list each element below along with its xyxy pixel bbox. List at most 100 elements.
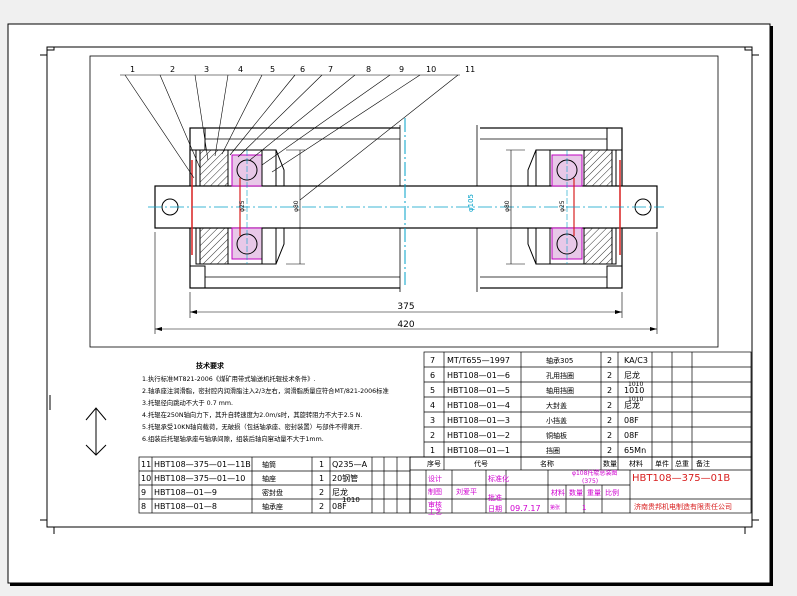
bom-right-no: 3 [430,416,435,425]
title-block-text: 序号 代号 名称 数量 材料 单件 总重 备注 设计 制图 审核 工艺 标准化 … [427,459,732,516]
bom-left-mat: Q235—A [332,460,368,469]
qty-label: 数量 [569,488,583,497]
bom-left-qty: 1 [319,474,324,483]
sheet-label: 第张 [550,504,560,511]
bom-left-code: HBT108—01—8 [154,502,217,511]
balloon-10: 10 [426,65,436,74]
dimension-bearing-right: φ25 [559,200,566,212]
paper-shadow-bottom [10,583,773,586]
technical-requirements: 技术要求 1.执行标准MT821-2006《煤矿用带式输送机托辊技术条件》. 2… [142,361,389,443]
tech-title: 技术要求 [196,361,225,370]
std-label: 标准化 [488,474,509,483]
bom-left-mat: 尼龙 [332,487,348,497]
header-mat: 材料 [629,459,643,468]
bom-right-code: MT/T655—1997 [447,356,510,365]
material-label: 材料 [551,488,565,497]
bom-right-mat-extra-5: 1010 [628,381,643,388]
bom-right-name: 小挡盖 [546,416,567,425]
tech-item-1: 1.执行标准MT821-2006《煤矿用带式输送机托辊技术条件》. [142,374,316,383]
bom-left-no: 8 [141,502,146,511]
bom-right-name: 轴用挡圈 [546,386,574,395]
bom-right-name: 铜轴板 [546,431,567,440]
bom-table-left [138,456,411,514]
drawing-inner-frame [89,55,719,348]
bom-right-no: 2 [430,431,435,440]
check-label: 审核 [428,500,442,509]
bom-left-name: 轴座 [262,474,276,483]
company-name: 济南贵邦机电制造有限责任公司 [634,502,732,511]
bom-right-mat: 尼龙 [624,400,640,410]
dimension-shaft-diameter: φ105 [467,194,475,212]
tech-item-4: 4.托辊在250N轴向力下，其升自转速度为2.0m/s时，其旋转阻力不大于2.5… [142,410,362,419]
bom-left-name: 轴承座 [262,502,283,511]
bom-left-code: HBT108—375—01—11B [154,460,251,469]
dimension-inner-right: φ80 [504,200,511,212]
bom-left-code: HBT108—375—01—10 [154,474,245,483]
bom-right-qty: 2 [607,431,612,440]
dimension-bearing-left: φ25 [239,200,246,212]
bom-right-mat: 65Mn [624,446,646,455]
design-label: 设计 [428,474,442,483]
weight-label: 重量 [587,489,601,497]
frame-corner-marks [40,47,759,534]
bom-right-mat: 1010 [624,386,644,395]
bom-right-qty: 2 [607,446,612,455]
bom-right-mat: 08F [624,431,639,440]
bom-left-qty: 2 [319,488,324,497]
approve-label: 批准 [488,493,502,502]
balloon-7: 7 [328,65,333,74]
bom-left-code: HBT108—01—9 [154,488,217,497]
dimension-inner-left: φ80 [293,200,300,212]
balloon-4: 4 [238,65,243,74]
tech-item-2: 2.轴承座注润滑脂，密封腔内润滑脂注入2/3左右，润滑脂质量应符合MT/821-… [142,386,389,395]
bom-left-qty: 2 [319,502,324,511]
draw-label: 制图 [428,487,442,496]
tech-item-3: 3.托辊径向跳动不大于 0.7 mm. [142,398,233,407]
balloon-2: 2 [170,65,175,74]
part-name: φ108托辊总装图 [572,469,617,477]
bom-right-code: HBT108—01—1 [447,446,510,455]
date-label: 日期 [488,505,502,513]
bom-right-qty: 2 [607,386,612,395]
part-spec: (375) [582,478,598,485]
bom-left-qty: 1 [319,460,324,469]
bom-right-no: 6 [430,371,435,380]
bom-right-code: HBT108—01—4 [447,401,510,410]
bom-left-mat: 08F [332,502,347,511]
craft-label: 工艺 [428,508,442,516]
dimension-420: 420 [397,320,414,330]
header-unit-weight: 单件 [655,459,669,468]
drawing-number: HBT108—375—01B [632,473,730,484]
bom-left-name: 密封盘 [262,488,283,497]
paper-shadow-right [770,26,773,585]
qty-value: 1 [582,504,586,512]
header-total-weight: 总重 [675,459,689,468]
bom-right-code: HBT108—01—3 [447,416,510,425]
bom-right-no: 5 [430,386,435,395]
bom-right-name: 挡圈 [546,446,560,455]
date-value: 09.7.17 [510,504,541,513]
tech-item-5: 5.托辊承受10KN轴向载荷，无破损（包括轴承座、密封装置）与部件不得离开. [142,422,362,431]
bom-right-qty: 2 [607,401,612,410]
bom-left-mat: 20钢管 [332,473,358,483]
bom-right-mat: 08F [624,416,639,425]
ucs-icon [85,407,107,456]
drawing-frame [46,46,753,528]
bom-right-qty: 2 [607,356,612,365]
bom-right-no: 7 [430,356,435,365]
bom-right-mat: 尼龙 [624,370,640,380]
balloon-5: 5 [270,65,275,74]
bom-left-no: 9 [141,488,146,497]
bom-right-name: 孔用挡圈 [546,371,574,380]
scale-label: 比例 [605,488,619,497]
bom-right-qty: 2 [607,371,612,380]
bom-right-mat-extra-6: 1010 [628,396,643,403]
balloon-8: 8 [366,65,371,74]
bom-left-mat-extra-9: 1010 [342,496,360,504]
roller-assembly [148,110,664,306]
bom-right-name: 轴承305 [546,356,573,365]
